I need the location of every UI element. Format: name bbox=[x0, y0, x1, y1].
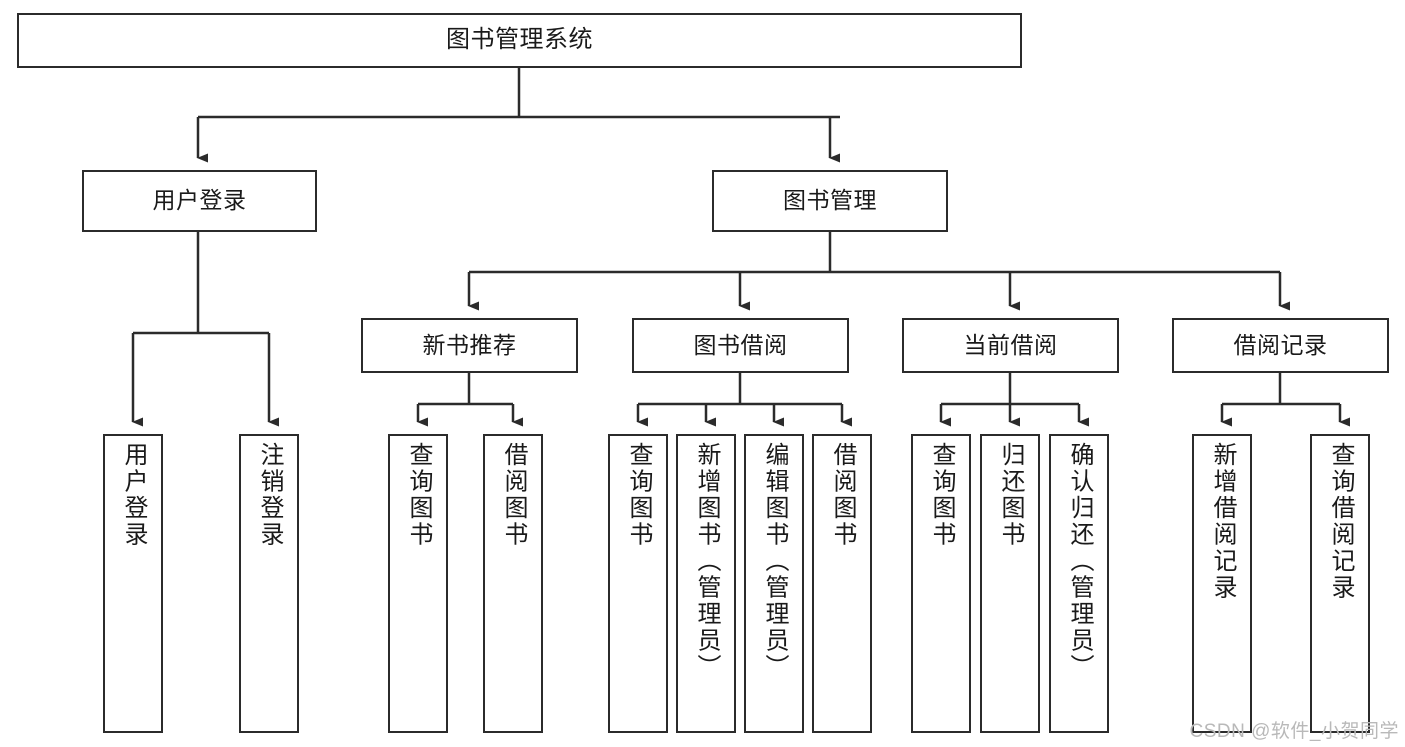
leaf-add-borrow-record[interactable]: 新增借阅记录 bbox=[1192, 434, 1252, 733]
node-label: 借阅图书 bbox=[500, 442, 527, 548]
node-book-borrow[interactable]: 图书借阅 bbox=[632, 318, 849, 373]
node-new-book-recommend[interactable]: 新书推荐 bbox=[361, 318, 578, 373]
node-label: 查询图书 bbox=[405, 442, 432, 548]
node-borrow-record[interactable]: 借阅记录 bbox=[1172, 318, 1389, 373]
leaf-return-book[interactable]: 归还图书 bbox=[980, 434, 1040, 733]
leaf-edit-book[interactable]: 编辑图书（管理员） bbox=[744, 434, 804, 733]
leaf-borrow-book-recommend[interactable]: 借阅图书 bbox=[483, 434, 543, 733]
node-user-login[interactable]: 用户登录 bbox=[82, 170, 317, 232]
node-label: 查询图书 bbox=[625, 442, 652, 548]
node-book-manage[interactable]: 图书管理 bbox=[712, 170, 948, 232]
node-label: 编辑图书（管理员） bbox=[761, 442, 788, 681]
node-label: 新增图书（管理员） bbox=[693, 442, 720, 681]
leaf-borrow-book[interactable]: 借阅图书 bbox=[812, 434, 872, 733]
node-current-borrow[interactable]: 当前借阅 bbox=[902, 318, 1119, 373]
node-label: 借阅记录 bbox=[1233, 331, 1328, 358]
node-label: 当前借阅 bbox=[963, 331, 1058, 358]
leaf-query-book-borrow[interactable]: 查询图书 bbox=[608, 434, 668, 733]
node-label: 查询借阅记录 bbox=[1327, 442, 1354, 601]
leaf-user-login[interactable]: 用户登录 bbox=[103, 434, 163, 733]
leaf-logout-login[interactable]: 注销登录 bbox=[239, 434, 299, 733]
node-label: 查询图书 bbox=[928, 442, 955, 548]
node-root-system[interactable]: 图书管理系统 bbox=[17, 13, 1022, 68]
node-label: 图书借阅 bbox=[693, 331, 788, 358]
node-label: 用户登录 bbox=[120, 442, 147, 548]
node-label: 新增借阅记录 bbox=[1209, 442, 1236, 601]
leaf-query-book-current[interactable]: 查询图书 bbox=[911, 434, 971, 733]
leaf-query-borrow-record[interactable]: 查询借阅记录 bbox=[1310, 434, 1370, 733]
node-label: 图书管理系统 bbox=[446, 26, 593, 54]
leaf-query-book-recommend[interactable]: 查询图书 bbox=[388, 434, 448, 733]
node-label: 借阅图书 bbox=[829, 442, 856, 548]
node-label: 用户登录 bbox=[152, 187, 247, 214]
node-label: 图书管理 bbox=[783, 187, 877, 214]
node-label: 归还图书 bbox=[997, 442, 1024, 548]
node-label: 确认归还（管理员） bbox=[1066, 442, 1093, 681]
node-label: 新书推荐 bbox=[422, 331, 517, 358]
node-label: 注销登录 bbox=[256, 442, 283, 548]
leaf-confirm-return[interactable]: 确认归还（管理员） bbox=[1049, 434, 1109, 733]
leaf-add-book[interactable]: 新增图书（管理员） bbox=[676, 434, 736, 733]
